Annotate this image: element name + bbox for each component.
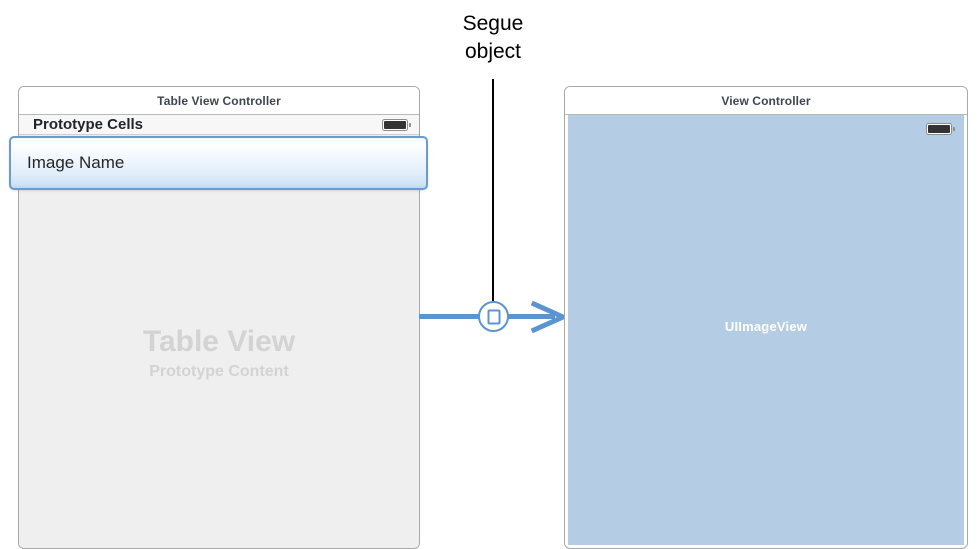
segue-callout: Segue object [427,10,559,66]
storyboard-canvas: Segue object Table View Controller Proto… [9,10,968,549]
battery-icon [926,123,955,135]
uiimageview-label: UIImageView [724,318,808,334]
scene-body-left: Prototype Cells Table View Prototype Con… [19,115,419,548]
scene-view-controller[interactable]: View Controller UIImageView [564,86,968,549]
uiimageview-element[interactable]: UIImageView [568,115,964,545]
scene-title-left: Table View Controller [157,93,281,108]
segue-square-icon[interactable] [478,301,509,332]
prototype-cells-header: Prototype Cells [33,116,144,133]
segue-callout-line1: Segue [462,12,524,35]
scene-titlebar-left: Table View Controller [19,87,419,115]
scene-titlebar-right: View Controller [565,87,967,115]
prototype-cell-label: Image Name [27,153,125,172]
prototype-cell-selected[interactable]: Image Name [9,136,428,190]
table-view-watermark: Table View Prototype Content [19,325,419,383]
segue-callout-line2: object [464,40,522,63]
table-view-status-bar [19,115,419,135]
scene-body-right: UIImageView [565,115,967,548]
watermark-title: Table View [142,325,296,358]
segue-square-inner [487,309,500,324]
watermark-subtitle: Prototype Content [149,363,289,380]
battery-icon [382,119,411,131]
callout-leader-line [492,79,494,303]
arrow-right-icon [530,300,570,334]
scene-title-right: View Controller [721,93,811,108]
table-view-content: Table View Prototype Content [19,135,419,548]
